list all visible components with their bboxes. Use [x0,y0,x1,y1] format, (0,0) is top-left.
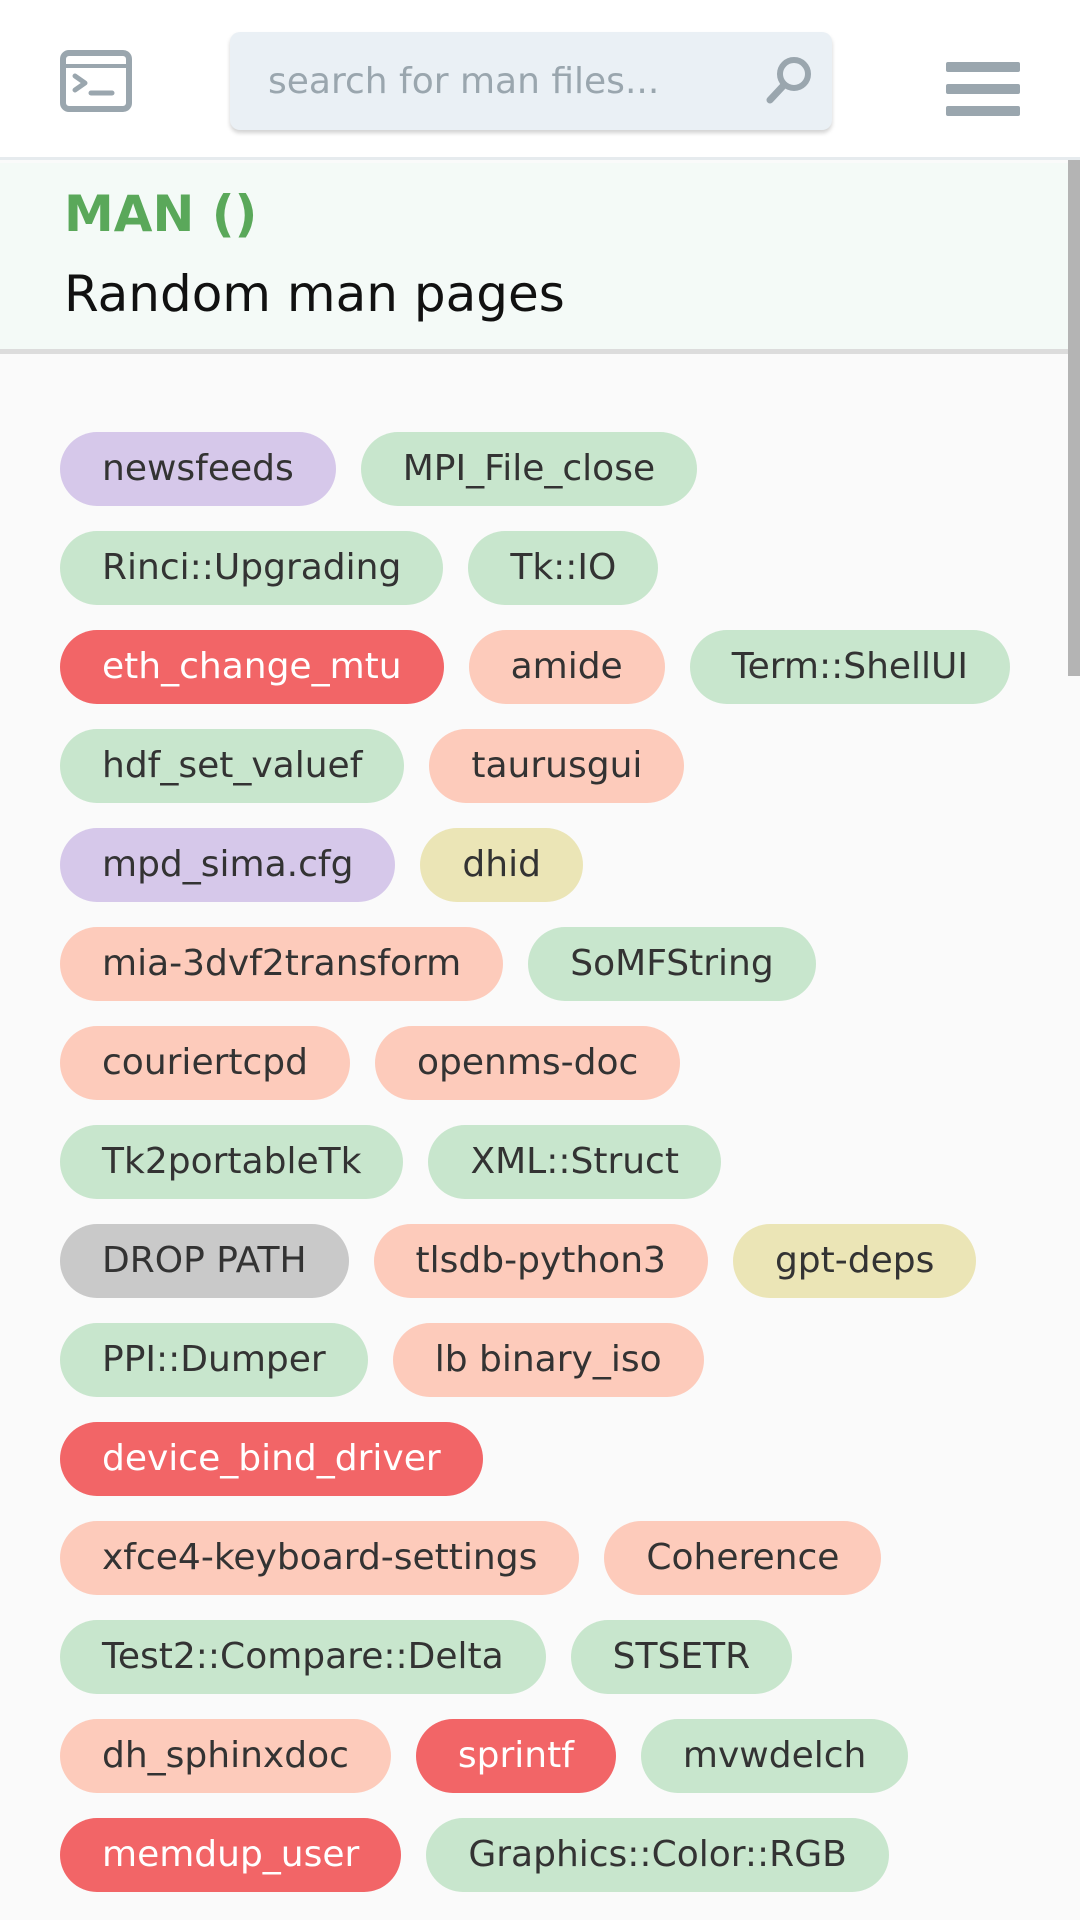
scrollbar[interactable] [1068,160,1080,676]
search-input[interactable] [230,32,750,130]
tag-link[interactable]: gpt-deps [732,1224,977,1298]
tag-link[interactable]: newsfeeds [60,432,336,506]
top-bar [0,0,1080,160]
tag-link[interactable]: mia-3dvf2transform [60,927,504,1001]
page-header: MAN () Random man pages [0,163,1080,354]
tag-link[interactable]: xfce4-keyboard-settings [60,1521,580,1595]
search-icon[interactable] [762,52,818,108]
tag-link[interactable]: Graphics::Color::RGB [426,1818,889,1892]
tag-link[interactable]: XML::Struct [428,1125,721,1199]
tag-link[interactable]: STSETR [570,1620,793,1694]
page-title: Random man pages [64,265,565,323]
search-box [230,32,832,130]
tag-link[interactable]: PPI::Dumper [60,1323,368,1397]
tag-link[interactable]: Test2::Compare::Delta [60,1620,546,1694]
tag-link[interactable]: device_bind_driver [60,1422,483,1496]
tag-link[interactable]: DROP PATH [60,1224,349,1298]
tag-link[interactable]: dh_sphinxdoc [60,1719,391,1793]
tag-link[interactable]: Tk2portableTk [60,1125,404,1199]
tag-link[interactable]: amide [468,630,665,704]
tag-link[interactable]: lb binary_iso [392,1323,704,1397]
tag-link[interactable]: taurusgui [429,729,685,803]
tag-link[interactable]: Term::ShellUI [689,630,1011,704]
tag-link[interactable]: openms-doc [375,1026,681,1100]
tag-link[interactable]: tlsdb-python3 [373,1224,708,1298]
tag-link[interactable]: Tk::IO [468,531,659,605]
tag-link[interactable]: memdup_user [60,1818,402,1892]
tag-link[interactable]: sprintf [415,1719,616,1793]
tag-link[interactable]: dhid [420,828,583,902]
hamburger-menu-icon[interactable] [946,60,1020,116]
tag-link[interactable]: Rinci::Upgrading [60,531,444,605]
tag-link[interactable]: SoMFString [528,927,816,1001]
tag-link[interactable]: eth_change_mtu [60,630,444,704]
tag-link[interactable]: couriertcpd [60,1026,350,1100]
section-label: MAN () [64,185,258,243]
tag-link[interactable]: mvwdelch [640,1719,909,1793]
tag-link[interactable]: Coherence [604,1521,882,1595]
tag-link[interactable]: mpd_sima.cfg [60,828,396,902]
terminal-icon[interactable] [60,50,132,112]
tag-link[interactable]: MPI_File_close [360,432,698,506]
tag-link[interactable]: hdf_set_valuef [60,729,405,803]
